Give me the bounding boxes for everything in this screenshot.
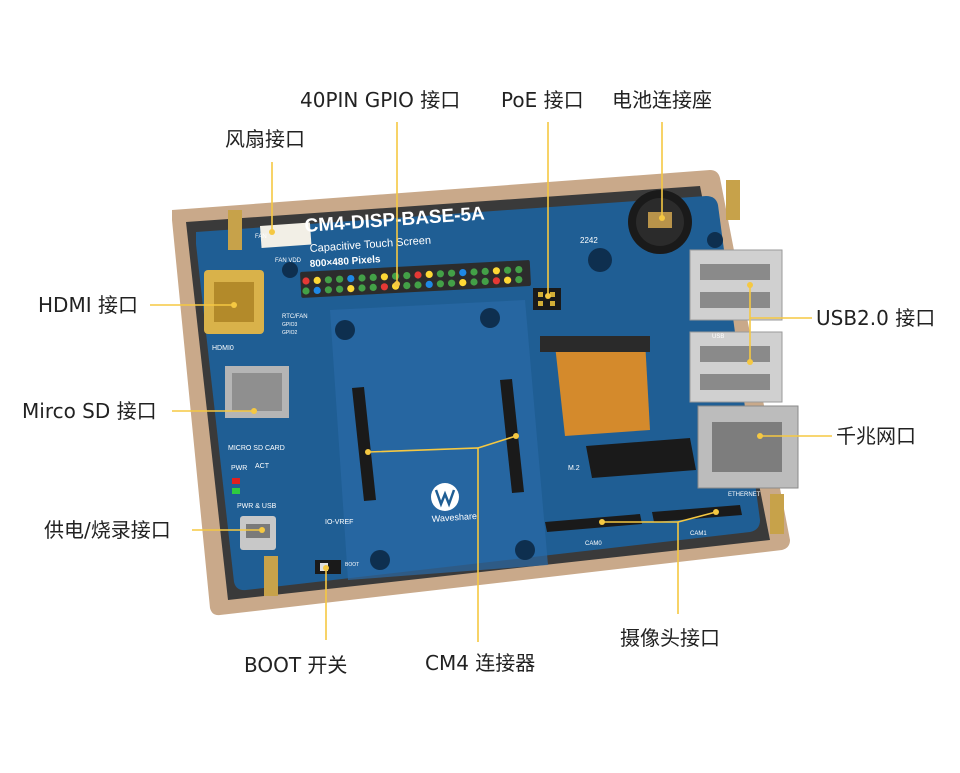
gpio-pin bbox=[369, 283, 377, 291]
usb-ports bbox=[689, 249, 783, 403]
gpio-pin bbox=[347, 275, 355, 283]
gpio-pin bbox=[380, 273, 388, 281]
gpio-pin bbox=[481, 267, 489, 275]
m2-slot bbox=[586, 438, 696, 478]
silk-fan-vdd: FAN VDD bbox=[275, 258, 302, 264]
silk-hdmi: HDMI0 bbox=[212, 345, 234, 352]
silk-m2: M.2 bbox=[568, 465, 580, 472]
camera-connectors bbox=[545, 505, 742, 532]
silk-ethernet: ETHERNET bbox=[728, 492, 761, 498]
gpio-pin bbox=[313, 276, 321, 284]
waveshare-logo bbox=[431, 483, 459, 511]
gpio-pin bbox=[302, 277, 310, 285]
silk-io-vref: IO-VREF bbox=[325, 519, 353, 526]
silk-micro-sd: MICRO SD CARD bbox=[228, 445, 285, 452]
gpio-pin bbox=[324, 286, 332, 294]
label-usb: USB2.0 接口 bbox=[816, 306, 936, 330]
gpio-pin bbox=[470, 278, 478, 286]
gpio-pin bbox=[414, 281, 422, 289]
gpio-pin bbox=[515, 266, 523, 274]
leader-lines bbox=[150, 122, 832, 642]
gpio-pin bbox=[302, 287, 310, 295]
gpio-pin bbox=[380, 283, 388, 291]
gpio-pin bbox=[313, 286, 321, 294]
silk-pwr-usb: PWR & USB bbox=[237, 503, 277, 510]
gpio-pin bbox=[324, 276, 332, 284]
silk-gpio3: GPIO3 bbox=[282, 322, 298, 328]
gpio-pin bbox=[336, 275, 344, 283]
label-power: 供电/烧录接口 bbox=[44, 518, 171, 542]
display-ribbon bbox=[540, 336, 650, 436]
label-battery: 电池连接座 bbox=[612, 88, 712, 112]
gpio-pin bbox=[481, 277, 489, 285]
gpio-pin bbox=[358, 274, 366, 282]
gpio-header bbox=[300, 260, 531, 298]
silk-cam0: CAM0 bbox=[585, 541, 602, 547]
gpio-pin bbox=[436, 270, 444, 278]
micro-sd-slot bbox=[225, 366, 289, 418]
fan-connector bbox=[260, 222, 312, 248]
board-resolution: 800×480 Pixels bbox=[309, 254, 381, 270]
cm4-connector bbox=[352, 379, 524, 501]
silk-pwr: PWR bbox=[231, 465, 247, 472]
label-gpio: 40PIN GPIO 接口 bbox=[300, 88, 461, 112]
ethernet-port bbox=[697, 405, 799, 489]
poe-header bbox=[533, 288, 561, 310]
label-ethernet: 千兆网口 bbox=[836, 424, 916, 448]
gpio-pin bbox=[492, 277, 500, 285]
gpio-pin bbox=[470, 268, 478, 276]
gpio-pin bbox=[403, 282, 411, 290]
label-hdmi: HDMI 接口 bbox=[38, 293, 138, 317]
gpio-pin bbox=[504, 266, 512, 274]
silk-act: ACT bbox=[255, 463, 270, 470]
label-boot: BOOT 开关 bbox=[244, 653, 348, 677]
standoffs bbox=[228, 180, 784, 596]
gpio-pin bbox=[392, 272, 400, 280]
gpio-pin bbox=[448, 279, 456, 287]
silk-rtc-fan: RTC/FAN bbox=[282, 314, 308, 320]
gpio-pin bbox=[459, 269, 467, 277]
silk-boot: BOOT bbox=[345, 562, 359, 568]
gpio-pin bbox=[515, 276, 523, 284]
gpio-pin bbox=[336, 285, 344, 293]
label-fan: 风扇接口 bbox=[225, 127, 305, 151]
gpio-pin bbox=[436, 280, 444, 288]
silk-cam1: CAM1 bbox=[690, 531, 707, 537]
label-camera: 摄像头接口 bbox=[620, 626, 720, 650]
silk-gpio2: GPIO2 bbox=[282, 330, 298, 336]
gpio-pin bbox=[358, 284, 366, 292]
gpio-pin bbox=[347, 285, 355, 293]
battery-holder bbox=[628, 190, 692, 254]
gpio-pin bbox=[425, 270, 433, 278]
silk-code: 2242 bbox=[580, 236, 598, 245]
gpio-pin bbox=[403, 272, 411, 280]
gpio-pin bbox=[492, 267, 500, 275]
label-poe: PoE 接口 bbox=[501, 88, 584, 112]
silk-fan: FAN bbox=[255, 234, 267, 240]
silk-usb: USB bbox=[712, 334, 724, 340]
label-sd: Mirco SD 接口 bbox=[22, 399, 157, 423]
brand-name: Waveshare bbox=[431, 511, 477, 524]
gpio-pin bbox=[448, 269, 456, 277]
gpio-pin bbox=[414, 271, 422, 279]
gpio-pin bbox=[459, 279, 467, 287]
gpio-pin bbox=[425, 280, 433, 288]
label-cm4: CM4 连接器 bbox=[425, 651, 536, 675]
gpio-pin bbox=[504, 276, 512, 284]
gpio-pin bbox=[369, 273, 377, 281]
usb-c-port bbox=[240, 516, 276, 550]
status-leds bbox=[232, 478, 240, 494]
